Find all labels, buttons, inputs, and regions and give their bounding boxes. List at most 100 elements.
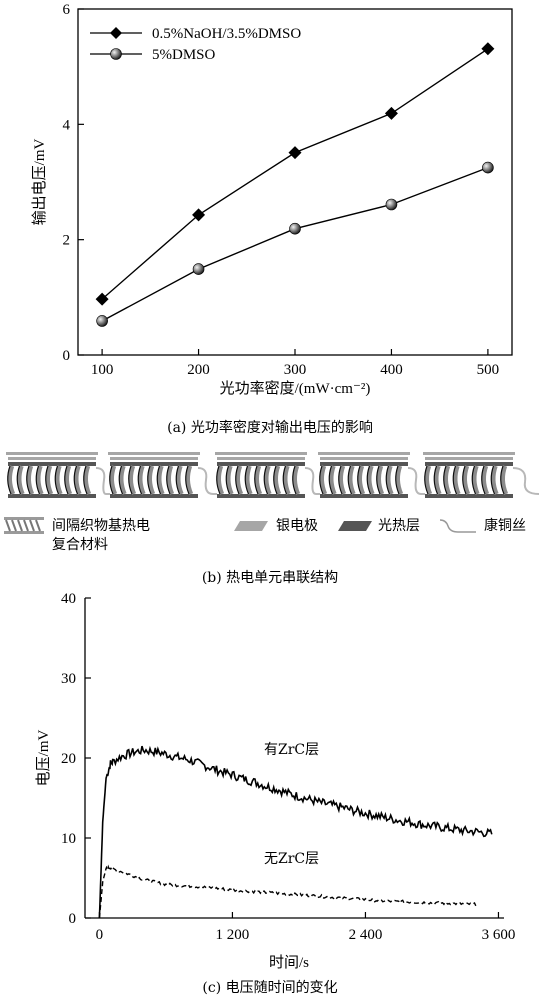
fiber-edge	[225, 465, 231, 495]
photothermal-layer	[8, 462, 96, 466]
bottom-layer	[425, 494, 513, 498]
silver-electrode-top-2	[425, 457, 513, 460]
electrode-swatch-icon	[234, 521, 268, 531]
constantan-wire-end	[512, 467, 540, 495]
data-point-diamond	[288, 146, 302, 160]
photothermal-layer	[320, 462, 408, 466]
fiber-edge	[35, 465, 41, 495]
data-point-sphere	[289, 222, 301, 235]
fiber-edge	[216, 465, 221, 495]
fiber-edge	[73, 465, 79, 495]
data-point-sphere	[482, 161, 494, 174]
fiber-edge	[328, 465, 334, 495]
spacer-fiber	[45, 465, 54, 495]
fiber-edge	[7, 465, 12, 495]
bottom-layer	[8, 494, 96, 498]
fiber-edge	[452, 465, 458, 495]
photothermal-layer	[110, 462, 198, 466]
spacer-fiber	[319, 465, 328, 495]
legend-diamond-icon	[110, 27, 122, 39]
fiber-edge	[263, 465, 269, 495]
spacer-fiber	[273, 465, 282, 495]
legend-composite-line1: 间隔织物基热电	[52, 517, 150, 534]
fiber-edge	[166, 465, 171, 495]
fiber-edge	[128, 465, 133, 495]
data-point-diamond	[95, 292, 109, 306]
spacer-fiber	[443, 465, 452, 495]
series-line-without-zrc	[98, 864, 477, 919]
structure-legend: 间隔织物基热电 复合材料 银电极 光热层 康铜丝	[4, 517, 526, 553]
fiber-edge	[175, 465, 181, 495]
chart-a-legend: 0.5%NaOH/3.5%DMSO 5%DMSO	[90, 26, 301, 63]
thermoelectric-unit	[423, 452, 540, 498]
fiber-edge	[254, 465, 259, 495]
fiber-edge	[45, 465, 50, 495]
fiber-edge	[185, 465, 190, 495]
bottom-layer	[110, 494, 198, 498]
thermoelectric-unit	[318, 452, 425, 498]
silver-electrode-top-2	[320, 457, 408, 460]
fiber-edge	[376, 465, 381, 495]
spacer-fiber	[17, 465, 25, 495]
x-tick-label: 300	[284, 362, 307, 378]
legend-photothermal: 光热层	[378, 518, 420, 534]
chart-c-ylabel: 电压/mV	[35, 730, 52, 787]
fiber-edge	[338, 465, 343, 495]
fiber-edge	[481, 465, 486, 495]
spacer-fiber	[386, 465, 394, 495]
legend-wire: 康铜丝	[484, 517, 526, 534]
legend-sphere-icon	[110, 48, 122, 60]
series-line-0	[101, 48, 489, 300]
fiber-edge	[424, 465, 429, 495]
photothermal-layer	[217, 462, 305, 466]
fiber-edge	[347, 465, 353, 495]
bottom-layer	[320, 494, 408, 498]
y-tick-label: 6	[63, 2, 71, 18]
spacer-fiber	[7, 465, 16, 495]
spacer-fiber	[157, 465, 165, 495]
spacer-fiber	[338, 465, 347, 495]
legend-electrode: 银电极	[276, 518, 318, 534]
spacer-fiber	[395, 465, 404, 495]
spacer-fiber	[453, 465, 461, 495]
fiber-edge	[471, 465, 477, 495]
spacer-fiber	[264, 465, 272, 495]
spacer-fiber	[472, 465, 480, 495]
spacer-fiber	[64, 465, 73, 495]
label-with-zrc: 有ZrC层	[264, 742, 319, 758]
spacer-fiber	[500, 465, 509, 495]
silver-electrode-top-2	[8, 457, 96, 460]
spacer-fiber	[147, 465, 156, 495]
y-tick-label: 10	[61, 831, 76, 847]
spacer-fiber	[83, 465, 92, 495]
caption-b: (b) 热电单元串联结构	[202, 570, 338, 586]
constantan-wire	[95, 467, 110, 495]
spacer-fiber	[376, 465, 385, 495]
x-tick-label: 400	[380, 362, 403, 378]
chart-c-xlabel: 时间/s	[269, 954, 309, 971]
data-point-diamond	[192, 208, 206, 222]
chart-a-xlabel: 光功率密度/(mW·cm⁻²)	[220, 380, 371, 397]
x-tick-label: 1 200	[216, 927, 250, 943]
spacer-fiber	[185, 465, 194, 495]
series-line-1	[101, 166, 489, 322]
fiber-edge	[64, 465, 69, 495]
series-structure-diagram: 间隔织物基热电 复合材料 银电极 光热层 康铜丝 (b) 热电单元串联结构	[4, 452, 540, 586]
fiber-edge	[273, 465, 278, 495]
silver-electrode-top	[423, 452, 515, 455]
spacer-fiber	[216, 465, 225, 495]
spacer-fiber	[235, 465, 244, 495]
legend-label-dmso: 5%DMSO	[152, 47, 216, 63]
spacer-fiber	[109, 465, 118, 495]
spacer-fiber	[357, 465, 366, 495]
spacer-fiber	[119, 465, 127, 495]
spacer-fiber	[329, 465, 337, 495]
y-tick-label: 4	[63, 117, 71, 133]
spacer-fiber	[36, 465, 44, 495]
caption-c: (c) 电压随时间的变化	[202, 980, 337, 996]
x-tick-label: 3 600	[482, 927, 516, 943]
